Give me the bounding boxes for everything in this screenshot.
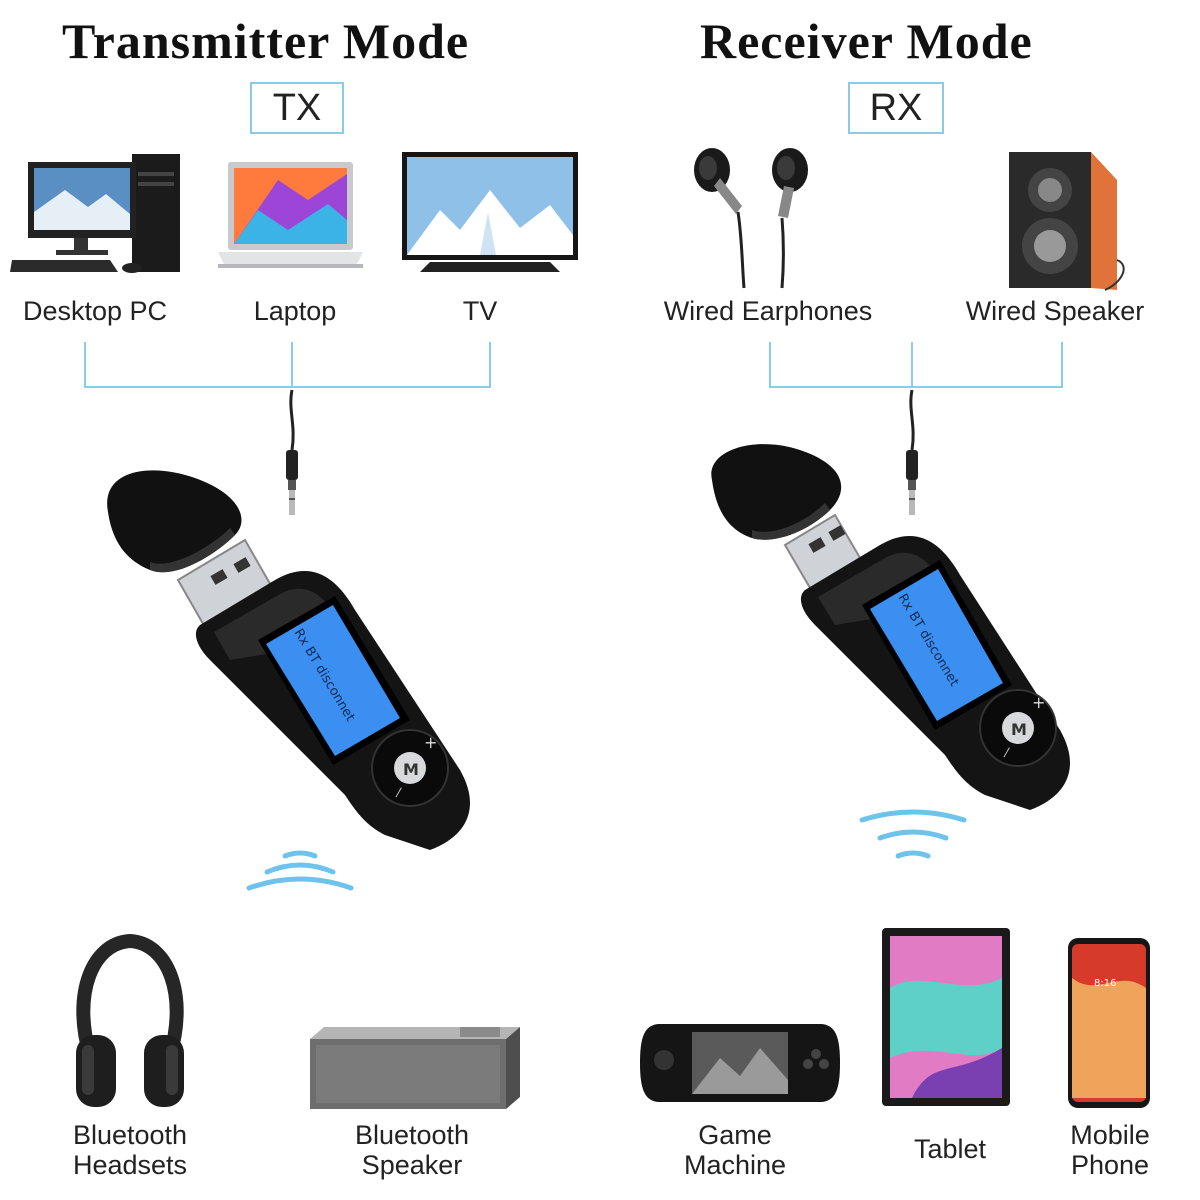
bluetooth-headsets-label-line2: Headsets <box>72 1150 188 1180</box>
rx-mode-button-label: M <box>1011 720 1027 739</box>
tx-plus-button-label: + <box>424 733 437 752</box>
bluetooth-speaker-label-line2: Speaker <box>361 1150 463 1180</box>
source-label-laptop: Laptop <box>253 296 337 326</box>
rx-wireless-signal-icon <box>859 809 967 859</box>
mobile-phone-label-line1: Mobile <box>1070 1120 1150 1150</box>
rx-adapter-cap <box>711 444 842 540</box>
bluetooth-speaker-label: Bluetooth Speaker <box>322 1120 502 1180</box>
bluetooth-headsets-label-line1: Bluetooth <box>72 1120 188 1150</box>
tx-aux-cable-icon <box>286 389 298 515</box>
tv-icon <box>402 152 578 272</box>
mobile-phone-label-line2: Phone <box>1070 1150 1150 1180</box>
output-label-wired-earphones: Wired Earphones <box>663 296 873 326</box>
output-label-wired-speaker: Wired Speaker <box>965 296 1145 326</box>
bluetooth-speaker-icon <box>310 1027 520 1109</box>
wired-speaker-icon <box>1009 152 1125 291</box>
tablet-label-line1: Tablet <box>913 1134 987 1164</box>
tx-badge: TX <box>250 82 344 134</box>
bluetooth-headset-icon <box>76 933 184 1107</box>
tx-connector-lines <box>84 342 491 388</box>
game-machine-label: Game Machine <box>655 1120 815 1180</box>
rx-badge: RX <box>848 82 944 134</box>
tx-mode-button <box>394 752 426 784</box>
wired-earphones-icon <box>694 148 808 289</box>
tx-wireless-signal-icon <box>246 850 354 891</box>
rx-plus-button-label: + <box>1032 693 1045 712</box>
mobile-phone-label: Mobile Phone <box>1040 1120 1180 1180</box>
rx-aux-cable-icon <box>906 389 918 515</box>
phone-clock: 8:16 <box>1094 978 1116 989</box>
bluetooth-speaker-label-line1: Bluetooth <box>354 1120 470 1150</box>
bluetooth-headsets-label: Bluetooth Headsets <box>40 1120 220 1180</box>
mobile-phone-icon: 8:16 <box>1068 938 1150 1108</box>
game-machine-label-line2: Machine <box>683 1150 787 1180</box>
source-label-desktop-pc: Desktop PC <box>22 296 168 326</box>
desktop-pc-icon <box>10 154 180 273</box>
receiver-mode-title: Receiver Mode <box>700 13 1033 69</box>
tablet-icon <box>882 928 1010 1106</box>
laptop-icon <box>218 162 363 268</box>
transmitter-mode-title: Transmitter Mode <box>62 13 470 69</box>
rx-mode-button <box>1002 712 1034 744</box>
tx-mode-button-label: M <box>403 760 419 779</box>
source-label-tv: TV <box>462 296 498 326</box>
tx-bluetooth-adapter: Rx BT disconnet M + — <box>107 470 470 850</box>
rx-connector-lines <box>769 342 1063 388</box>
rx-bluetooth-adapter: Rx BT disconnet M + — <box>711 444 1070 810</box>
tablet-label: Tablet <box>880 1134 1020 1164</box>
game-machine-label-line1: Game <box>698 1120 772 1150</box>
game-machine-icon <box>640 1024 840 1102</box>
